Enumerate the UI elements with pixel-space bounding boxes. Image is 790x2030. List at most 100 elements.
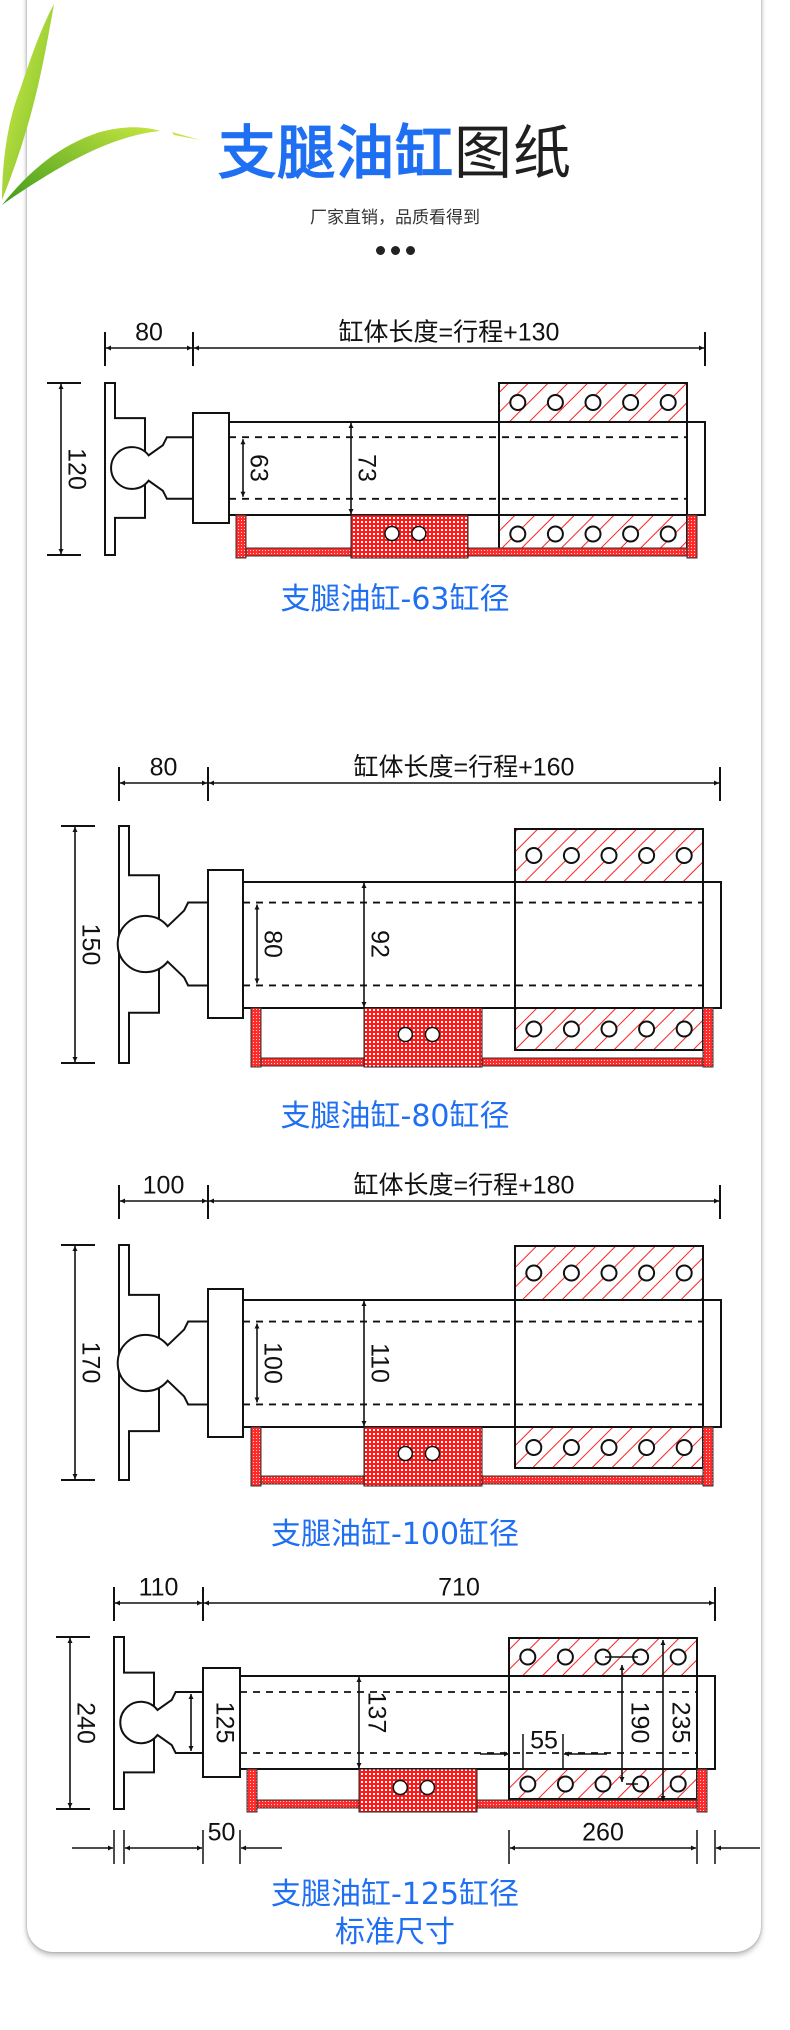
rail-end-plate-left	[250, 1426, 262, 1487]
bolt-hole	[622, 394, 640, 411]
bolt-hole	[600, 1020, 618, 1038]
head-length-label: 110	[139, 1574, 179, 1602]
ball-joint	[116, 901, 208, 987]
block-offset-label: 55	[530, 1727, 558, 1755]
bolt-hole	[562, 847, 580, 864]
rail-end-plate-left	[250, 1007, 262, 1068]
body-length-label: 缸体长度=行程+160	[354, 754, 575, 782]
bolt-hole	[509, 394, 527, 411]
drawing-caption: 支腿油缸-125缸径标准尺寸	[0, 1876, 790, 1952]
body-length-label: 缸体长度=行程+180	[354, 1172, 575, 1200]
base-height-label: 240	[71, 1702, 99, 1744]
block-hole	[397, 1026, 414, 1043]
bolt-hole	[525, 847, 543, 864]
body-length-label: 缸体长度=行程+130	[339, 319, 560, 347]
title-rest: 图纸	[454, 119, 573, 187]
bolt-hole	[675, 1020, 693, 1038]
cylinder-body	[242, 881, 722, 1009]
bolt-hole	[556, 1648, 574, 1666]
block-hole	[411, 525, 427, 542]
bolt-hole	[584, 394, 602, 411]
bolt-hole	[546, 394, 564, 411]
bolt-hole	[638, 847, 656, 864]
bolt-hole	[669, 1648, 687, 1666]
caption-title: 支腿油缸-125缸径	[270, 1877, 520, 1912]
bore-diameter-label: 137	[362, 1692, 390, 1734]
cylinder-body	[228, 421, 706, 516]
rail-end-plate-left	[246, 1768, 258, 1813]
caption-title: 支腿油缸-80缸径	[280, 1099, 510, 1134]
rail-end-plate-left	[235, 514, 247, 559]
cylinder-head-cap	[207, 1288, 244, 1438]
ellipsis-dots-icon	[0, 240, 790, 259]
bolt-hole	[659, 525, 677, 543]
bolt-hole	[509, 525, 527, 543]
caption-title: 支腿油缸-100缸径	[270, 1517, 520, 1552]
bolt-hole	[546, 525, 564, 543]
base-height-label: 120	[62, 448, 90, 490]
caption-title: 支腿油缸-63缸径	[280, 582, 510, 617]
cylinder-drawing-2: 80 缸体长度=行程+160 150 80 92	[61, 754, 722, 1068]
ball-joint	[119, 1690, 203, 1755]
inner-height-label: 190	[625, 1702, 653, 1744]
bolt-hole	[659, 394, 677, 411]
cylinder-body	[242, 1299, 722, 1428]
bolt-hole	[584, 525, 602, 543]
bolt-hole	[594, 1775, 612, 1793]
bolt-hole	[638, 1439, 656, 1456]
bolt-hole	[675, 847, 693, 864]
rod-diameter-label: 125	[210, 1702, 238, 1744]
block-hole	[419, 1779, 436, 1796]
slider-block	[363, 1007, 483, 1068]
bolt-hole	[562, 1439, 580, 1456]
bore-diameter-label: 92	[365, 930, 393, 958]
cylinder-head-cap	[207, 869, 244, 1019]
rail-end-plate-right	[702, 1426, 714, 1487]
rod-diameter-label: 100	[258, 1342, 286, 1384]
cylinder-head-cap	[192, 412, 230, 524]
caption-subtitle: 标准尺寸	[335, 1915, 455, 1950]
bolt-hole	[669, 1775, 687, 1793]
ball-joint	[110, 436, 193, 500]
bottom-right-label: 260	[582, 1819, 624, 1847]
subtitle: 厂家直销，品质看得到	[310, 208, 480, 228]
slider-block	[350, 514, 469, 559]
block-hole	[392, 1779, 409, 1796]
bolt-hole	[556, 1775, 574, 1793]
body-length-label: 710	[438, 1574, 480, 1602]
bolt-hole	[600, 847, 618, 864]
bolt-hole	[622, 525, 640, 543]
drawing-caption: 支腿油缸-63缸径	[0, 581, 790, 619]
cylinder-drawing-4: 110 710 240 125 137 190 235 55 50 260	[56, 1574, 760, 1864]
bottom-left-label: 50	[208, 1819, 236, 1847]
rail-end-plate-right	[696, 1768, 708, 1813]
outer-height-label: 235	[666, 1702, 694, 1744]
rod-diameter-label: 80	[258, 930, 286, 958]
drawing-caption: 支腿油缸-100缸径	[0, 1516, 790, 1554]
head-length-label: 80	[150, 754, 178, 782]
page-title: 支腿油缸图纸	[0, 118, 790, 188]
bore-diameter-label: 110	[365, 1343, 393, 1383]
block-hole	[384, 525, 400, 542]
block-hole	[424, 1445, 441, 1462]
bolt-hole	[519, 1648, 537, 1666]
head-length-label: 80	[135, 319, 163, 347]
bolt-hole	[675, 1439, 693, 1456]
bolt-hole	[525, 1264, 543, 1282]
rail-end-plate-right	[702, 1007, 714, 1068]
bolt-hole	[519, 1775, 537, 1793]
bamboo-leaf-icon	[2, 4, 200, 205]
bolt-hole	[525, 1020, 543, 1038]
slider-block	[363, 1426, 483, 1487]
bolt-hole	[562, 1020, 580, 1038]
bore-diameter-label: 73	[352, 454, 380, 482]
bolt-hole	[600, 1439, 618, 1456]
base-height-label: 150	[76, 924, 104, 966]
slider-block	[358, 1768, 478, 1813]
bolt-hole	[525, 1439, 543, 1456]
head-length-label: 100	[143, 1172, 185, 1200]
title-highlight: 支腿油缸	[217, 119, 454, 187]
